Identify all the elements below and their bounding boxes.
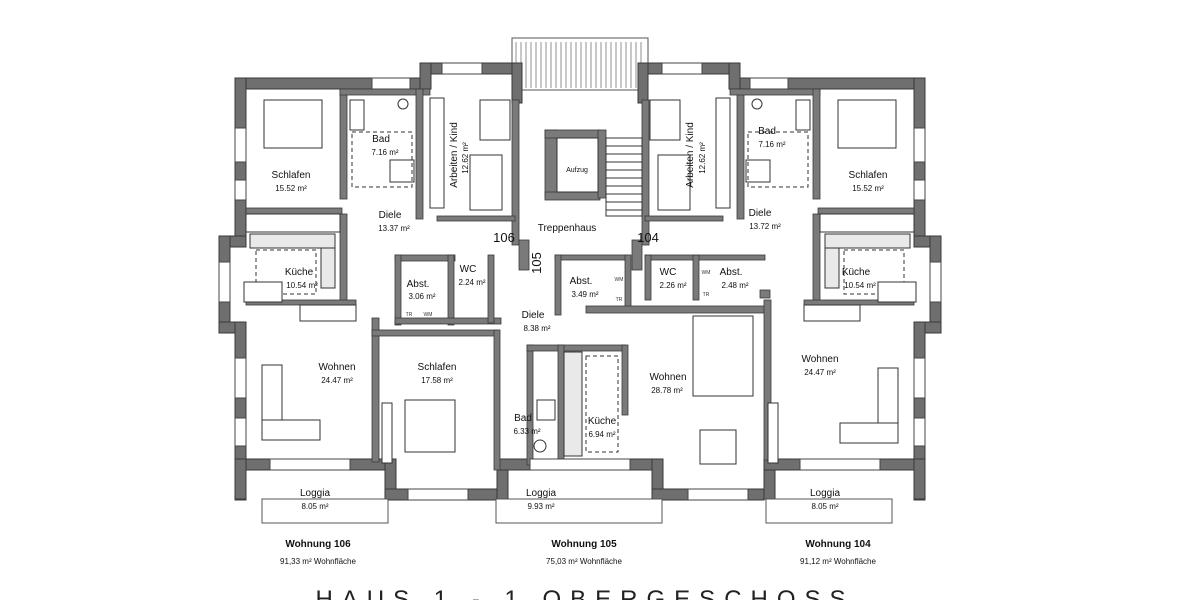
entry-number-106: 106	[493, 230, 515, 245]
room-104-bad-area: 7.16 m²	[758, 140, 785, 149]
room-104-diele-name: Diele	[749, 208, 772, 219]
room-104-loggia-area: 8.05 m²	[811, 502, 838, 511]
room-104-kueche-name: Küche	[842, 267, 871, 278]
elevator-shaft	[556, 137, 599, 193]
dryer-mark-104: TR	[703, 292, 710, 298]
room-105-wohnen-name: Wohnen	[649, 372, 686, 383]
room-106-wohnen-area: 24.47 m²	[321, 376, 353, 385]
room-105-wohnen-area: 28.78 m²	[651, 386, 683, 395]
room-105-kueche-area: 6.94 m²	[588, 430, 615, 439]
apartment-104-area: 91,12 m² Wohnfläche	[800, 557, 876, 566]
plan-title: HAUS 1 - 1.OBERGESCHOSS	[315, 586, 854, 600]
room-104-arbeiten-name: Arbeiten / Kind	[685, 122, 696, 188]
washer-mark-105: WM	[615, 277, 624, 283]
room-105-bad-area: 6.33 m²	[513, 427, 540, 436]
room-105-abst-area: 3.49 m²	[571, 290, 598, 299]
room-106-diele-area: 13.37 m²	[378, 224, 410, 233]
room-106-bad-name: Bad	[372, 134, 390, 145]
apartment-105-area: 75,03 m² Wohnfläche	[546, 557, 622, 566]
apartment-104-title: Wohnung 104	[805, 539, 871, 550]
room-106-schlafen-area: 15.52 m²	[275, 184, 307, 193]
fixtures	[243, 97, 917, 465]
room-104-wohnen-name: Wohnen	[801, 354, 838, 365]
room-104-abst-name: Abst.	[720, 267, 743, 278]
room-104-loggia-name: Loggia	[810, 488, 840, 499]
room-105-diele-area: 8.38 m²	[523, 324, 550, 333]
room-105-diele-name: Diele	[522, 310, 545, 321]
room-105-abst-name: Abst.	[570, 276, 593, 287]
room-106-loggia-name: Loggia	[300, 488, 330, 499]
room-106-bad-area: 7.16 m²	[371, 148, 398, 157]
room-104-arbeiten-area: 12.62 m²	[698, 142, 707, 174]
room-106-wohnen-name: Wohnen	[318, 362, 355, 373]
room-105-kueche-name: Küche	[588, 416, 617, 427]
room-106-wc-area: 2.24 m²	[458, 278, 485, 287]
stair	[605, 137, 643, 217]
room-104-abst-area: 2.48 m²	[721, 281, 748, 290]
loggia-railings	[261, 498, 893, 524]
interior-walls	[245, 88, 915, 471]
room-106-schlafen-name: Schlafen	[272, 170, 311, 181]
washer-mark-106: WM	[424, 312, 433, 318]
stair-balcony	[511, 37, 649, 91]
room-106-arbeiten-name: Arbeiten / Kind	[449, 122, 460, 188]
apartment-106-title: Wohnung 106	[285, 539, 351, 550]
room-105-loggia-name: Loggia	[526, 488, 556, 499]
dryer-mark-105: TR	[616, 297, 623, 303]
room-105-loggia-area: 9.93 m²	[527, 502, 554, 511]
room-104-schlafen-name: Schlafen	[849, 170, 888, 181]
apartment-105-title: Wohnung 105	[551, 539, 617, 550]
room-106-loggia-area: 8.05 m²	[301, 502, 328, 511]
room-104-kueche-area: 10.54 m²	[844, 281, 876, 290]
room-105-schlafen-name: Schlafen	[418, 362, 457, 373]
room-106-kueche-area: 10.54 m²	[286, 281, 318, 290]
room-105-bad-name: Bad	[514, 413, 532, 424]
room-104-schlafen-area: 15.52 m²	[852, 184, 884, 193]
room-106-abst-name: Abst.	[407, 279, 430, 290]
room-106-abst-area: 3.06 m²	[408, 292, 435, 301]
windows	[218, 62, 942, 501]
room-104-wohnen-area: 24.47 m²	[804, 368, 836, 377]
room-104-diele-area: 13.72 m²	[749, 222, 781, 231]
room-106-diele-name: Diele	[379, 210, 402, 221]
room-105-schlafen-area: 17.58 m²	[421, 376, 453, 385]
room-104-wc-name: WC	[660, 267, 677, 278]
elevator-label: Aufzug	[566, 167, 588, 174]
room-106-arbeiten-area: 12.62 m²	[461, 142, 470, 174]
treppenhaus-label: Treppenhaus	[538, 223, 597, 234]
entry-number-104: 104	[637, 230, 659, 245]
room-104-wc-area: 2.26 m²	[659, 281, 686, 290]
washer-mark-104: WM	[702, 270, 711, 276]
dryer-mark-106: TR	[406, 312, 413, 318]
entry-number-105: 105	[529, 252, 544, 274]
apartment-106-area: 91,33 m² Wohnfläche	[280, 557, 356, 566]
room-106-wc-name: WC	[460, 264, 477, 275]
room-104-bad-name: Bad	[758, 126, 776, 137]
room-106-kueche-name: Küche	[285, 267, 314, 278]
